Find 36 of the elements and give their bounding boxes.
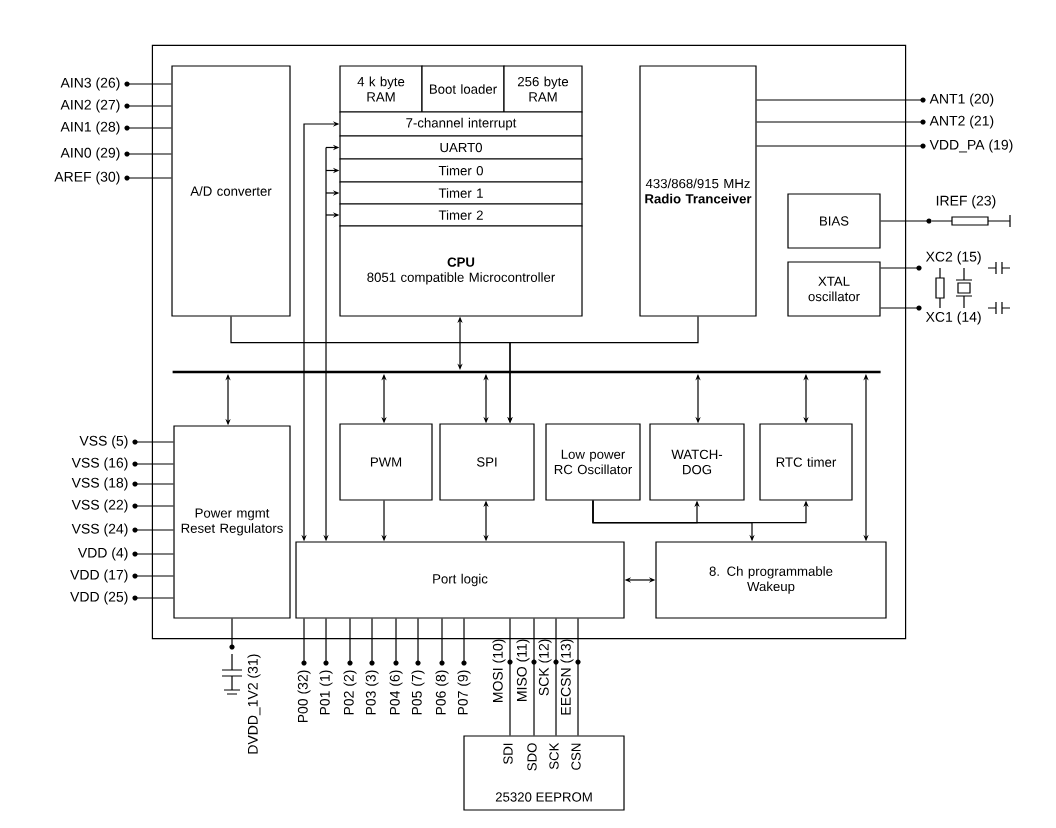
wire: [134, 441, 174, 443]
wire: [509, 618, 511, 736]
wire: [126, 153, 172, 155]
wire: [955, 267, 973, 309]
wire: [756, 99, 924, 101]
chip-outline: [151, 44, 907, 640]
wire: [134, 463, 174, 465]
wire: [756, 145, 924, 147]
wire: [441, 618, 443, 664]
wire: [880, 307, 920, 309]
wire: [126, 177, 172, 179]
wire: [555, 618, 557, 736]
bus-line: [172, 370, 881, 374]
wire: [880, 220, 930, 222]
wire: [371, 618, 373, 664]
wire: [126, 83, 172, 85]
wire: [134, 529, 174, 531]
wire: [417, 618, 419, 664]
wire: [463, 618, 465, 664]
wire: [935, 267, 945, 309]
wire: [577, 618, 579, 736]
wire: [231, 618, 233, 648]
wire: [126, 105, 172, 107]
wire: [325, 618, 327, 664]
wire: [134, 483, 174, 485]
wire: [134, 505, 174, 507]
wire: [134, 575, 174, 577]
wire: [349, 618, 351, 664]
wire: [303, 618, 305, 664]
wire: [395, 618, 397, 664]
wire: [126, 127, 172, 129]
wire: [134, 553, 174, 555]
wire: [756, 121, 924, 123]
wire: [134, 597, 174, 599]
wire: [533, 618, 535, 736]
wire: [880, 267, 920, 269]
